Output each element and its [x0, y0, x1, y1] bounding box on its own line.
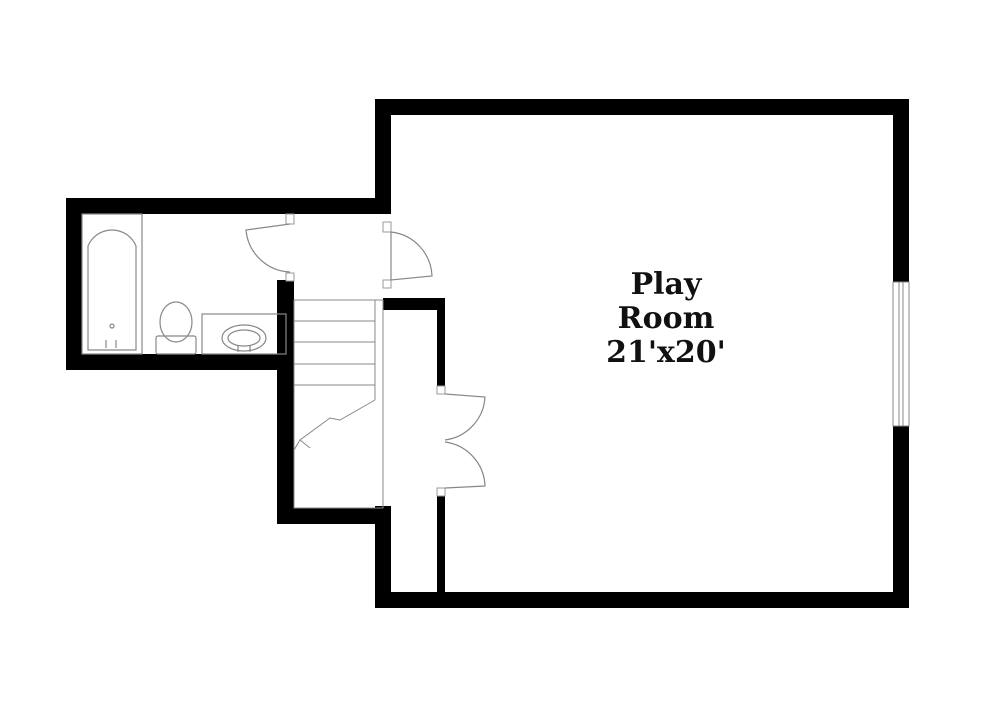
room-name-line1: Play [630, 267, 702, 302]
wall-play-room-left-upper [375, 99, 391, 214]
door-jambs [285, 213, 446, 497]
door-closet-upper [444, 393, 486, 441]
wall-play-room-bottom [375, 592, 909, 608]
wall-bath-bottom [66, 354, 294, 370]
wall-play-room-right-upper [893, 99, 909, 282]
wall-play-room-left-lower [375, 506, 391, 608]
room-name-line2: Room [617, 301, 715, 336]
door-hall [390, 231, 433, 281]
wall-play-room-right-lower [893, 426, 909, 608]
doors [245, 223, 486, 489]
wall-stair-left [277, 280, 294, 524]
bathtub-icon [81, 213, 143, 355]
wall-closet-right-upper [437, 298, 445, 388]
window-icon [892, 281, 910, 427]
door-closet-lower [444, 441, 486, 489]
toilet-icon [155, 301, 197, 355]
wall-bath-top [66, 198, 391, 214]
wall-bath-left [66, 198, 82, 370]
wall-closet-top [383, 298, 445, 310]
door-bathroom [245, 223, 291, 273]
wall-closet-right-lower [437, 496, 445, 596]
sink-icon [201, 313, 287, 355]
walls [66, 99, 909, 608]
wall-stair-bottom [277, 508, 391, 524]
wall-play-room-top [375, 99, 909, 115]
room-dimensions: 21'x20' [606, 335, 726, 370]
room-label-play-room: Play Room 21'x20' [566, 268, 766, 370]
staircase-icon [293, 299, 384, 509]
